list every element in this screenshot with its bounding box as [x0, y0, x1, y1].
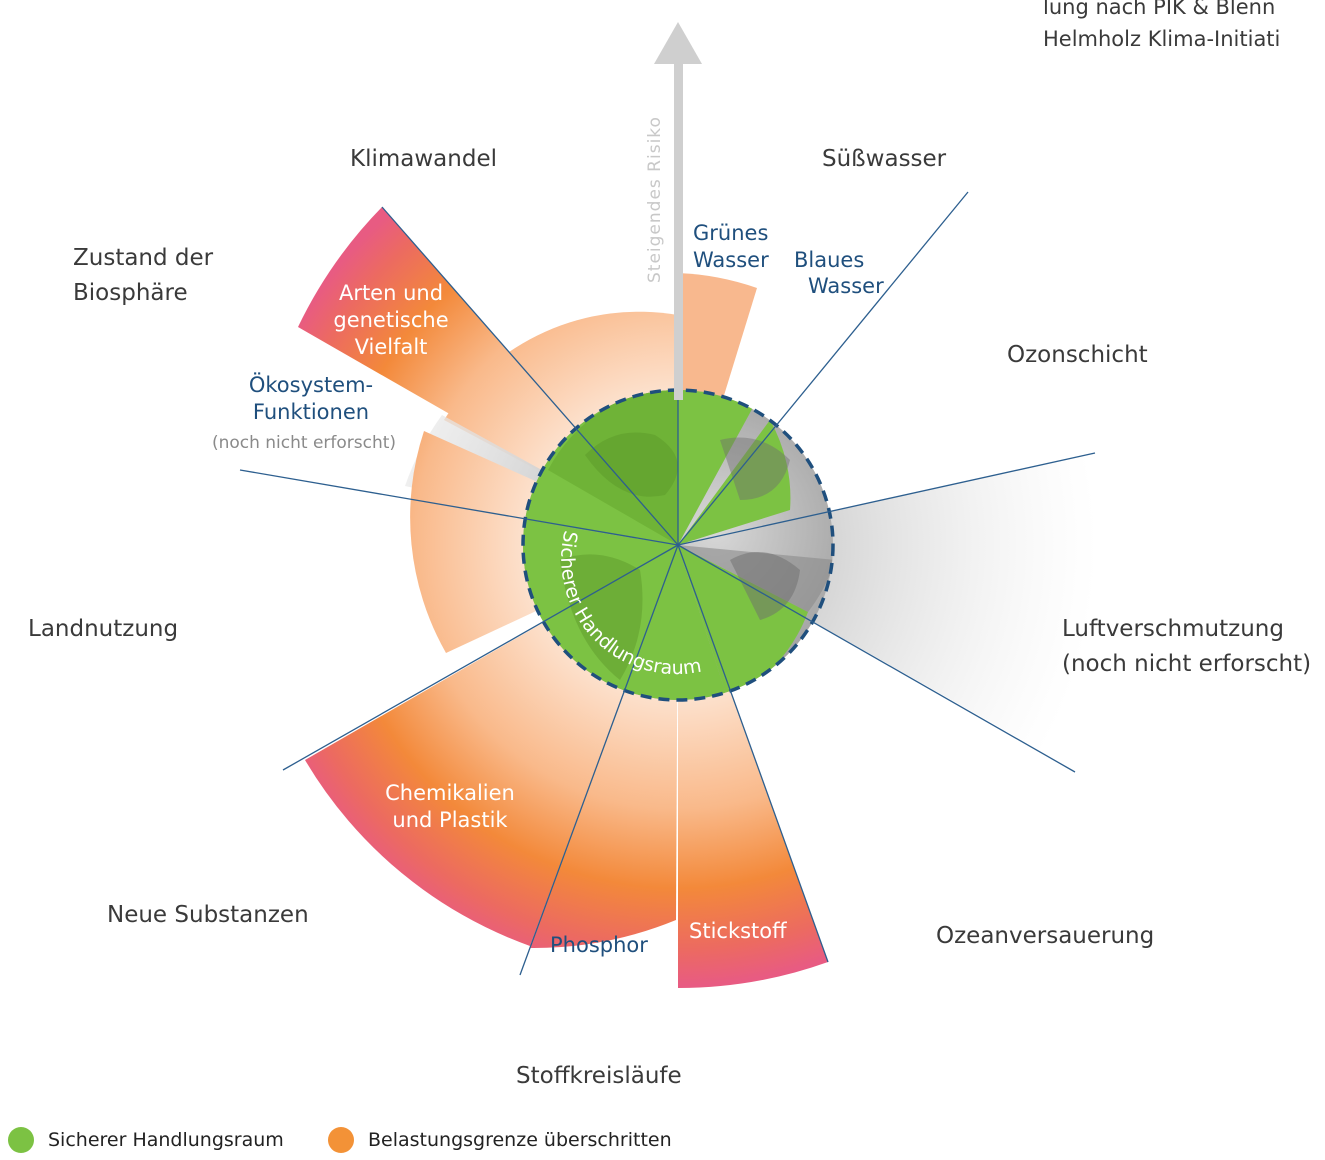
label-biosphere-line1: Zustand der [73, 245, 214, 271]
label-aerosols-line1: Luftverschmutzung [1062, 616, 1284, 642]
label-land-use: Landnutzung [28, 616, 178, 642]
label-ocean: Ozeanversauerung [936, 923, 1154, 949]
source-line-1: lung nach PIK & Blenn [1043, 0, 1275, 19]
label-green-water-1: Grünes [693, 221, 768, 245]
label-nitrogen: Stickstoff [689, 919, 787, 943]
label-chemicals-2: und Plastik [392, 808, 508, 832]
legend-dot-safe-icon [8, 1127, 34, 1153]
label-functional-2: Funktionen [253, 400, 369, 424]
label-green-water-2: Wasser [693, 248, 769, 272]
label-functional-note: (noch nicht erforscht) [212, 433, 396, 453]
label-blue-water-1: Blaues [794, 248, 864, 272]
label-ozone: Ozonschicht [1007, 342, 1148, 368]
label-functional-1: Ökosystem- [249, 372, 373, 397]
legend-item-exceeded: Belastungsgrenze überschritten [328, 1127, 672, 1153]
label-aerosols-line2: (noch nicht erforscht) [1062, 651, 1311, 677]
legend-label-safe: Sicherer Handlungsraum [48, 1129, 284, 1151]
label-genetic-3: Vielfalt [355, 335, 428, 359]
label-climate: Klimawandel [350, 146, 497, 172]
legend-item-safe: Sicherer Handlungsraum [8, 1127, 284, 1153]
label-freshwater: Süßwasser [822, 146, 947, 172]
legend-dot-exceeded-icon [328, 1127, 354, 1153]
source-line-2: Helmholz Klima-Initiati [1043, 27, 1280, 51]
label-chemicals-1: Chemikalien [385, 781, 515, 805]
risk-arrow-label: Steigendes Risiko [645, 116, 665, 283]
label-novel-entities: Neue Substanzen [107, 902, 309, 928]
label-genetic-1: Arten und [339, 281, 443, 305]
globe-icon [521, 388, 835, 702]
legend-label-exceeded: Belastungsgrenze überschritten [368, 1129, 672, 1151]
label-biogeochemical: Stoffkreisläufe [516, 1063, 682, 1089]
label-phosphorus: Phosphor [550, 933, 648, 957]
label-biosphere-line2: Biosphäre [73, 280, 188, 306]
arrow-up-icon [654, 22, 702, 400]
label-blue-water-2: Wasser [808, 274, 884, 298]
label-genetic-2: genetische [333, 308, 448, 332]
